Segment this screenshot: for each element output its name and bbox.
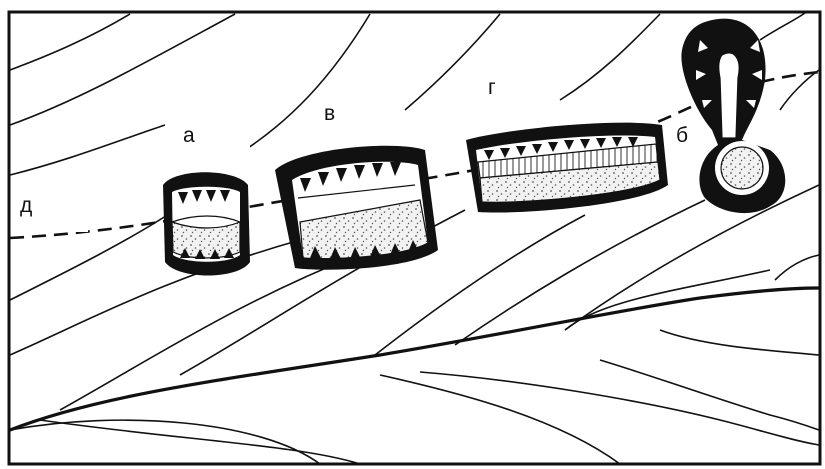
label-d: д: [20, 194, 32, 217]
gland-v: [275, 146, 438, 270]
label-v: в: [324, 102, 335, 125]
gland-a: [163, 172, 250, 275]
label-g: г: [488, 76, 496, 99]
label-b: б: [676, 124, 688, 147]
label-a: а: [183, 124, 195, 147]
